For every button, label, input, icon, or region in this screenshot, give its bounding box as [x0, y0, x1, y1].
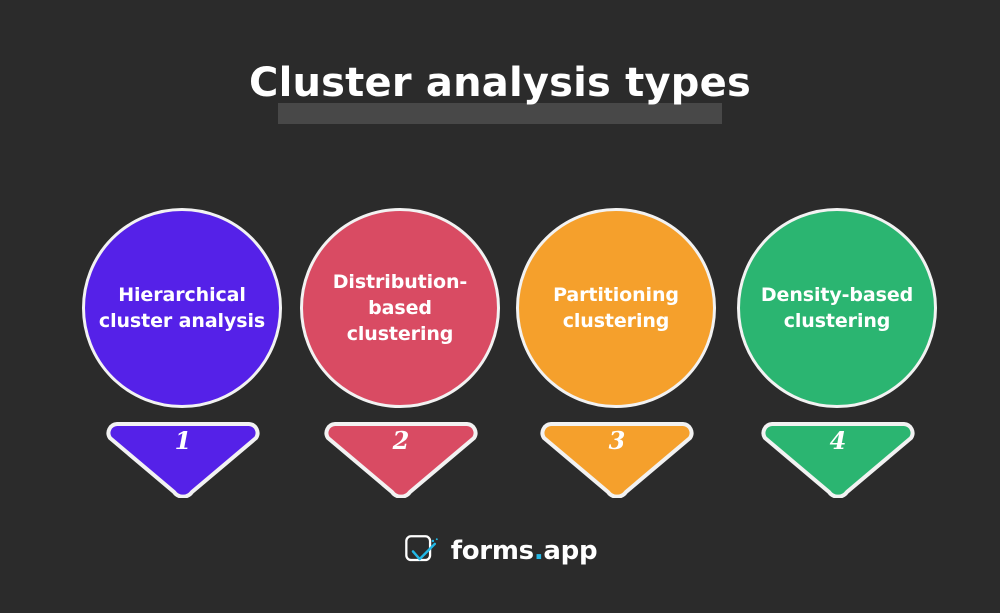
brand-name: forms	[450, 536, 534, 566]
cluster-type-item-1[interactable]: Hierarchical cluster analysis 1	[80, 208, 286, 498]
forms-app-wordmark: forms.app	[451, 536, 598, 566]
cluster-type-item-4[interactable]: Density-based clustering 4	[735, 208, 941, 498]
triangle-shape-icon	[761, 422, 915, 498]
cluster-bubble-label-2: Distribution-based clustering	[332, 271, 468, 345]
cluster-type-list: Hierarchical cluster analysis 1 Distribu…	[0, 208, 1000, 498]
cluster-number-3: 3	[608, 426, 626, 455]
brand-dot: .	[533, 536, 544, 566]
cluster-number-2: 2	[392, 426, 410, 455]
forms-app-logo[interactable]: forms.app	[0, 528, 1000, 574]
cluster-number-badge-3[interactable]: 3	[539, 420, 695, 498]
cluster-bubble-2[interactable]: Distribution-based clustering	[300, 208, 500, 408]
triangle-shape-icon	[540, 422, 694, 498]
cluster-bubble-label-4: Density-based clustering	[760, 284, 914, 332]
cluster-number-badge-1[interactable]: 1	[105, 420, 261, 498]
cluster-type-item-3[interactable]: Partitioning clustering 3	[514, 208, 720, 498]
title-highlight-band	[278, 103, 722, 124]
cluster-bubble-4[interactable]: Density-based clustering	[737, 208, 937, 408]
triangle-shape-icon	[106, 422, 260, 498]
page-title-block: Cluster analysis types	[0, 55, 1000, 135]
brand-suffix: app	[543, 536, 598, 566]
triangle-shape-icon	[324, 422, 478, 498]
cluster-number-1: 1	[174, 426, 192, 455]
cluster-bubble-1[interactable]: Hierarchical cluster analysis	[82, 208, 282, 408]
cluster-bubble-label-1: Hierarchical cluster analysis	[98, 284, 266, 332]
page-title: Cluster analysis types	[249, 60, 751, 106]
cluster-type-item-2[interactable]: Distribution-based clustering 2	[298, 208, 504, 498]
cluster-number-badge-2[interactable]: 2	[323, 420, 479, 498]
cluster-number-badge-4[interactable]: 4	[760, 420, 916, 498]
cluster-bubble-3[interactable]: Partitioning clustering	[516, 208, 716, 408]
forms-app-check-icon	[404, 535, 438, 562]
cluster-number-4: 4	[829, 426, 847, 455]
cluster-bubble-label-3: Partitioning clustering	[553, 284, 679, 332]
